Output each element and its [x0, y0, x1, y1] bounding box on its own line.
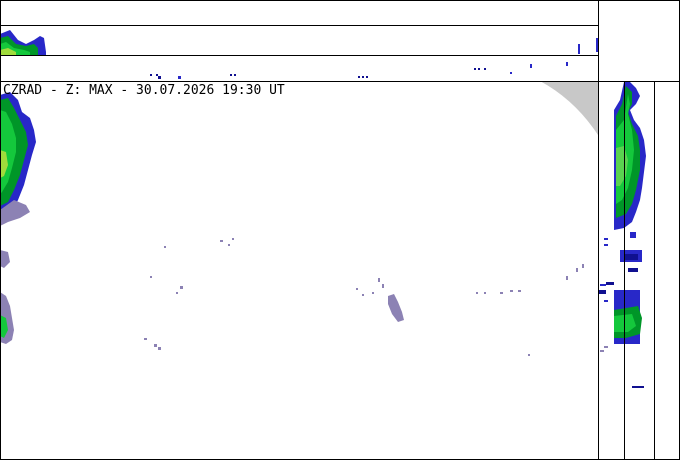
- echo-scattered: [144, 238, 584, 356]
- echo-left-edge: [0, 92, 36, 344]
- out-of-range-area: [540, 81, 598, 135]
- top-section-panel: [0, 25, 598, 79]
- map-title: CZRAD - Z: MAX - 30.07.2026 19:30 UT: [3, 83, 285, 98]
- right-section-panel: [598, 82, 646, 388]
- plan-view-panel: [0, 81, 598, 460]
